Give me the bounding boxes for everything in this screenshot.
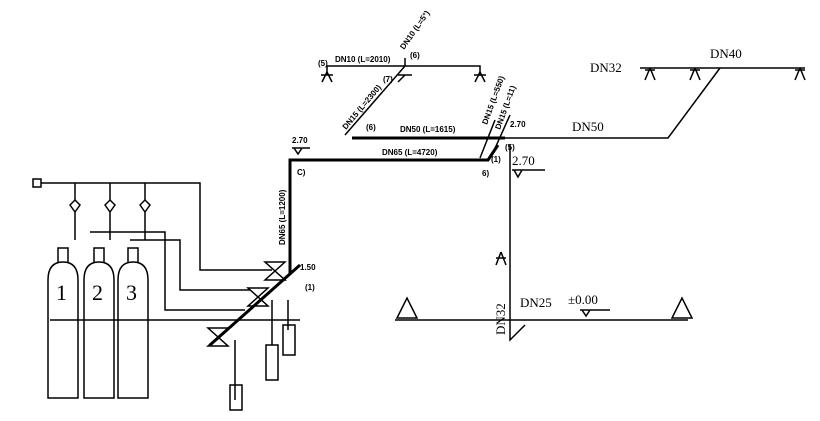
node-label: (1) [305, 283, 315, 292]
pipe-label: DN65 (L=4720) [382, 148, 438, 157]
node-label: (7) [383, 75, 393, 84]
pipe-label: DN32 [493, 303, 508, 335]
check-valve-icon [69, 198, 151, 214]
header-pipe [41, 182, 272, 271]
node-label: (6) [410, 51, 420, 60]
node-label: (5) [318, 59, 328, 68]
gas-cylinders: 1 2 3 [47, 247, 300, 399]
top-branch-pipe [326, 58, 481, 136]
dn32-vertical-pipe [509, 145, 526, 342]
elevation-label: 2.70 [512, 153, 535, 168]
pipe-label: DN40 [710, 46, 742, 61]
selector-valve-icon [206, 261, 296, 411]
pipe-label: DN32 [590, 60, 622, 75]
elevation-label: ±0.00 [568, 292, 598, 307]
cylinder-number: 1 [56, 280, 67, 305]
pipe-label: DN65 (L=1200) [278, 189, 287, 245]
support-icon [395, 296, 694, 319]
cylinder-number: 2 [92, 280, 103, 305]
pipe-label: DN50 (L=1615) [400, 125, 456, 134]
supply-box [32, 178, 42, 188]
nozzle-icon [321, 67, 806, 266]
cylinder-number: 3 [126, 280, 137, 305]
pipe-label: DN25 [520, 295, 552, 310]
pipe-label: DN10 (L=5°) [398, 9, 431, 51]
node-label: 6) [482, 169, 489, 178]
elevation-label: 1.50 [300, 263, 316, 272]
pipe-label: DN15 (L=2300) [341, 83, 384, 131]
node-label: (6) [366, 123, 376, 132]
pipe-label: DN50 [572, 119, 604, 134]
pipe-label: DN10 (L=2010) [335, 55, 391, 64]
node-label: (1) [491, 155, 501, 164]
riser-pipe [288, 144, 500, 275]
elevation-label: 2.70 [510, 120, 526, 129]
elevation-label: 2.70 [292, 136, 308, 145]
node-label: C) [297, 168, 306, 177]
